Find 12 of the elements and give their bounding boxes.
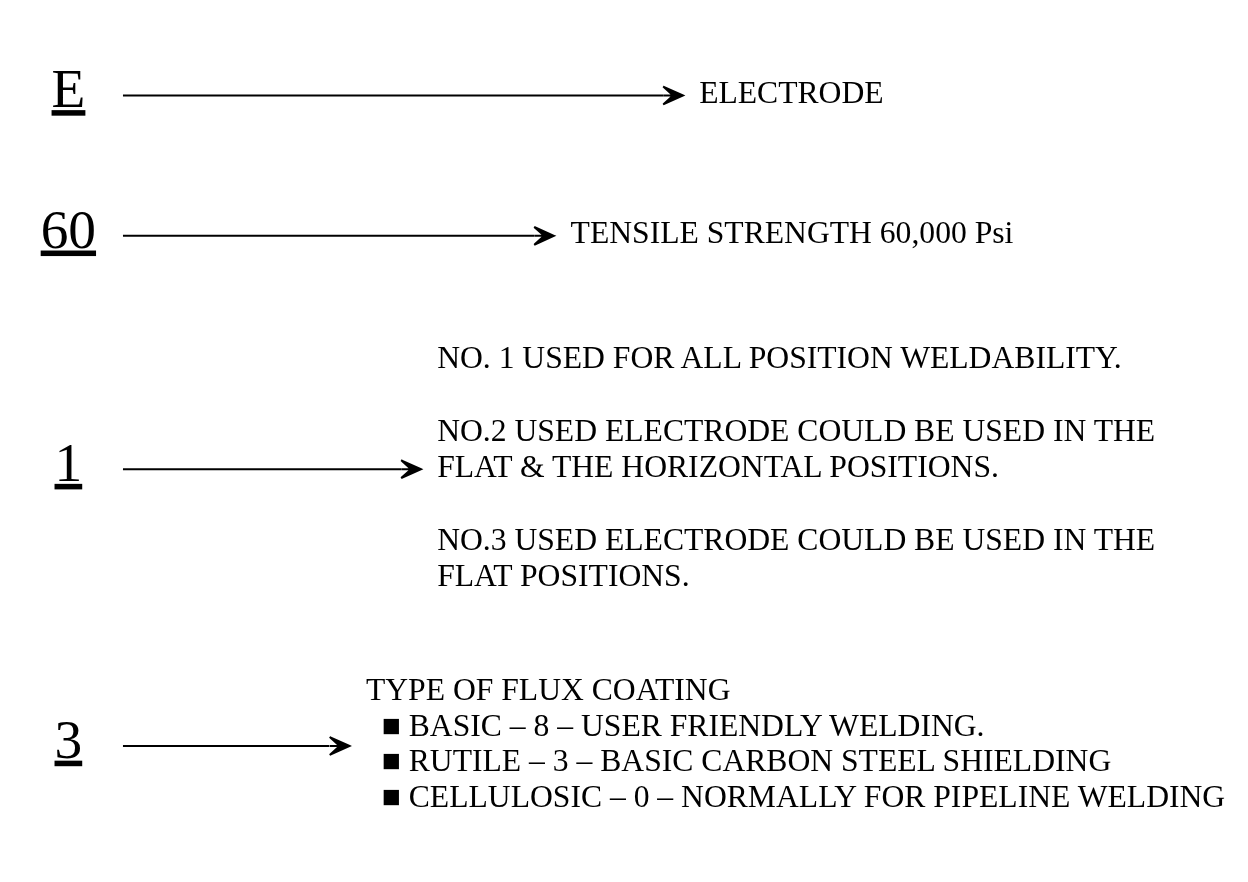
node-text: ELECTRODE	[699, 74, 884, 110]
node-text: NO. 1 USED FOR ALL POSITION WELDABILITY. NO.2 USED ELECTRODE COULD BE USED IN THE FLAT & THE HORIZONTAL POSITIONS. NO.3 USED ELECTRODE COULD BE USED IN THE FLAT POSITIONS.	[437, 339, 1156, 593]
node-text: TYPE OF FLUX COATING ■ BASIC – 8 – USER FRIENDLY WELDING. ■ RUTILE – 3 – BASIC CARBON STEEL SHIELDING ■ CELLULOSIC – 0 – NORMALLY FOR PIPELINE WELDING	[365, 672, 1226, 814]
node-text: 60	[40, 198, 97, 260]
arrow	[122, 225, 555, 246]
arrow	[122, 736, 351, 756]
node-text: E	[51, 58, 86, 120]
node-text: TENSILE STRENGTH 60,000 Psi	[570, 215, 1014, 251]
node-text: 1	[54, 431, 83, 493]
arrow	[122, 459, 422, 480]
node-text: 3	[54, 708, 83, 770]
arrow	[122, 85, 684, 106]
